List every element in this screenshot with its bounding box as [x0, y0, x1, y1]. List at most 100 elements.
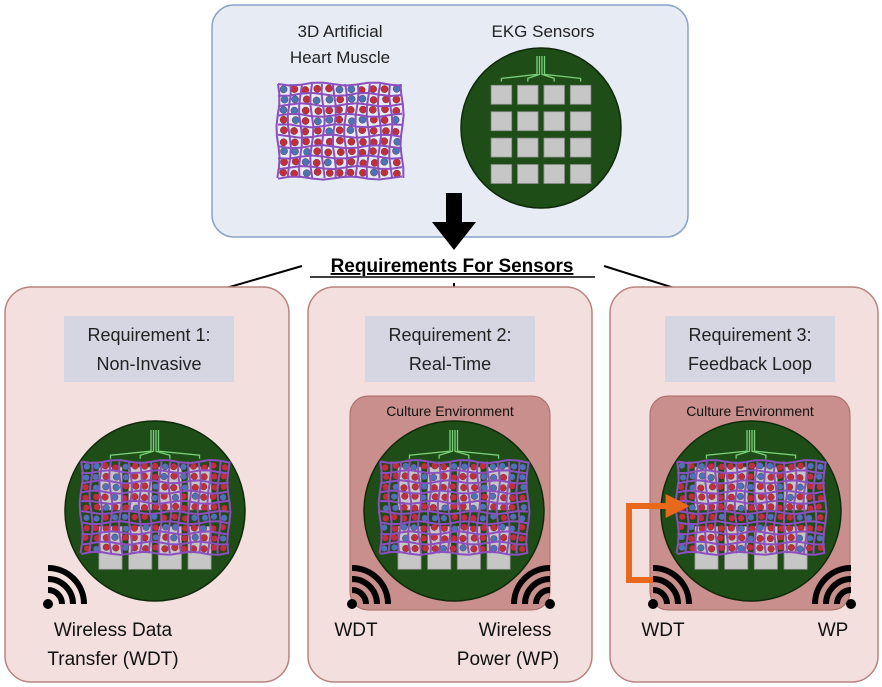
sensor-wire [500, 56, 538, 82]
tissue-cell [121, 513, 129, 521]
mesh-fiber [277, 154, 403, 160]
tissue-cell [313, 147, 322, 156]
tissue-cell [420, 534, 428, 542]
tissue-cell [520, 503, 528, 511]
tissue-cell [102, 483, 110, 491]
mesh-fiber [782, 461, 789, 554]
tissue-cell [171, 513, 179, 521]
mesh-fiber [186, 461, 193, 554]
mesh-fiber [515, 461, 521, 554]
signal-dot [648, 599, 658, 609]
mesh-fiber [216, 461, 222, 554]
tissue-cell [756, 535, 764, 543]
tissue-cell [172, 502, 180, 510]
tissue-cell [302, 95, 311, 104]
tissue-cell [82, 514, 90, 522]
tissue-cell [688, 493, 696, 501]
mesh-fiber [677, 509, 825, 516]
tissue-cell [500, 514, 508, 522]
electrode-pad [569, 111, 592, 132]
tissue-cell [776, 464, 784, 472]
tissue-cell [111, 533, 119, 541]
tissue-cell [508, 503, 516, 511]
tissue-cell [325, 95, 334, 104]
mesh-fiber [380, 550, 528, 556]
tissue-cell [368, 106, 377, 114]
tissue-cell [510, 533, 518, 541]
tissue-cell [806, 534, 814, 542]
tissue-cell [410, 523, 418, 531]
sensor-wire [705, 430, 748, 459]
tissue-cell [767, 503, 775, 511]
tissue-cell [421, 544, 429, 552]
sensor-wire [753, 430, 797, 459]
tissue-cell [727, 462, 735, 470]
mesh-fiber [98, 461, 104, 554]
tissue-cell [450, 462, 458, 470]
mesh-fiber [118, 461, 124, 554]
mesh-fiber [475, 461, 482, 554]
mesh-fiber [380, 469, 528, 475]
tissue-cell [122, 463, 130, 471]
mesh-fiber [108, 461, 114, 554]
mesh-fiber [297, 83, 304, 179]
tissue-cell [440, 524, 448, 532]
mesh-fiber [677, 540, 825, 546]
mesh-fiber [723, 461, 729, 554]
tissue-cell [746, 543, 754, 551]
tissue-cell [450, 534, 458, 542]
tissue-cell [382, 514, 390, 522]
tissue-cell [470, 492, 478, 500]
tissue-cell [279, 138, 288, 147]
tissue-cell [392, 158, 401, 167]
tissue-cell [698, 493, 706, 501]
mesh-fiber [417, 461, 423, 554]
electrode-pad [569, 164, 592, 184]
tissue-cell [161, 463, 169, 471]
electrode-pad [543, 137, 565, 158]
tissue-cell [346, 106, 355, 114]
signal-arc [652, 587, 670, 605]
mesh-fiber [397, 461, 403, 554]
tissue-cell [717, 524, 725, 532]
tissue-cell [122, 525, 130, 533]
mesh-fiber [309, 83, 315, 179]
tissue-cell [717, 534, 725, 542]
tissue-cell [369, 85, 377, 93]
tissue-cell [180, 545, 188, 553]
electrode-pad [569, 84, 592, 105]
signal-dot [545, 599, 555, 609]
tissue-cell [380, 545, 388, 553]
tissue-cell [170, 484, 178, 492]
tissue-cell [312, 158, 321, 167]
tissue-cell [200, 473, 208, 481]
tissue-cell [697, 484, 705, 492]
tissue-cell [290, 85, 299, 93]
signal-dot [347, 599, 357, 609]
muscle-label-line2: Heart Muscle [290, 48, 390, 67]
tissue-cell [279, 106, 288, 114]
mesh-fiber [78, 461, 84, 554]
tissue-cell [390, 543, 398, 551]
tissue-cell [698, 462, 706, 470]
electrode-pad [517, 137, 539, 158]
tissue-cell [221, 463, 229, 471]
tissue-cell [816, 463, 824, 471]
mesh-fiber [81, 458, 229, 465]
tissue-cell [509, 513, 517, 521]
mesh-fiber [677, 550, 825, 556]
tissue-cell [697, 544, 705, 552]
tissue-cell [312, 96, 321, 105]
tissue-cell [131, 513, 139, 521]
tissue-cell [459, 535, 467, 543]
tissue-cell [279, 116, 288, 124]
tissue-cell [301, 106, 310, 115]
tissue-cell [449, 483, 457, 491]
mesh-fiber [81, 509, 229, 516]
tissue-cell [796, 483, 804, 491]
signal-arc [351, 576, 380, 605]
tissue-cell [689, 472, 697, 480]
tissue-cell [786, 514, 794, 522]
tissue-cell [518, 535, 526, 543]
mesh-fiber [320, 83, 326, 179]
